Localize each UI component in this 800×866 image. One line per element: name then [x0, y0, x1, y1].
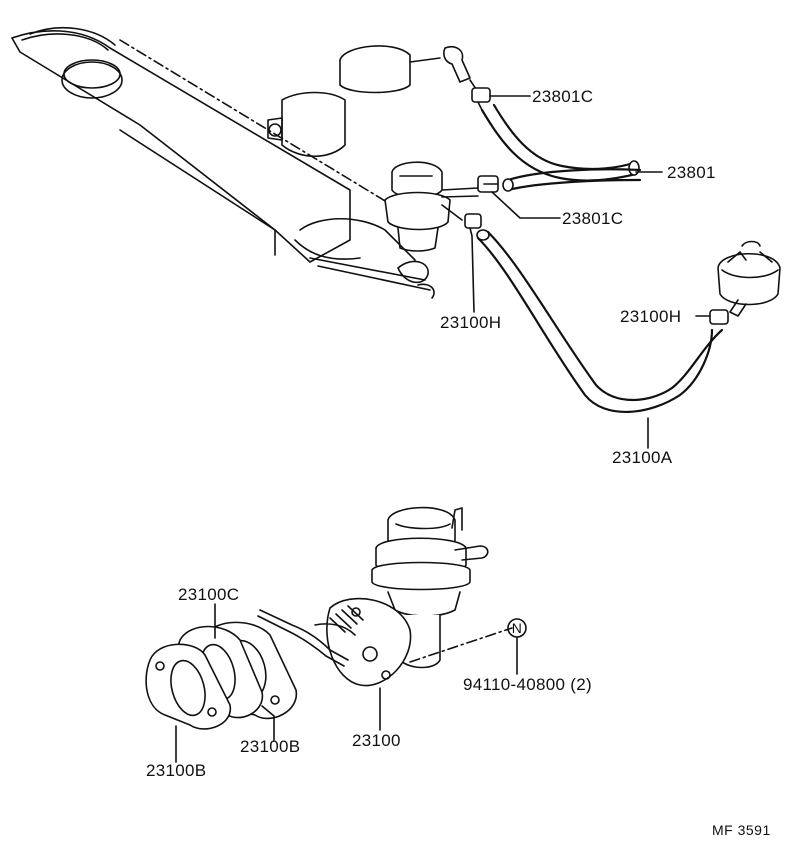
fuel-pump-23100: [257, 506, 489, 687]
hose-clip-23801c-mid: [477, 175, 499, 193]
hose-clip-23100h-right: [709, 309, 729, 325]
vacuum-valve-drawing: [267, 45, 479, 157]
hose-clip-23801c-top: [471, 87, 491, 111]
label-23801c-mid: 23801C: [562, 209, 623, 228]
alignment-line: [409, 627, 513, 663]
fuel-filter: [717, 240, 781, 317]
engine-head-drawing: [11, 26, 435, 299]
hose-23801: [480, 103, 642, 192]
label-23100a: 23100A: [612, 448, 673, 467]
label-23100b-mid: 23100B: [240, 737, 300, 756]
label-23100b-low: 23100B: [146, 761, 206, 780]
leader-lines: [175, 95, 711, 763]
label-23100h-right: 23100H: [620, 307, 681, 326]
label-bolt-94110: 94110-40800 (2): [463, 675, 592, 694]
label-23100c: 23100C: [178, 585, 239, 604]
figure-code: MF 3591: [712, 822, 771, 838]
label-23801c-top: 23801C: [532, 87, 593, 106]
gasket-23100b-front: [145, 643, 231, 730]
label-23100h-left: 23100H: [440, 313, 501, 332]
new-part-mark-label: N: [512, 620, 523, 636]
hose-clip-23100h-left: [464, 213, 482, 237]
installed-fuel-pump: [384, 161, 479, 252]
fuel-hose-23100a: [476, 229, 724, 414]
label-23801: 23801: [667, 163, 716, 182]
label-23100: 23100: [352, 731, 401, 750]
new-part-mark: N: [507, 618, 527, 638]
